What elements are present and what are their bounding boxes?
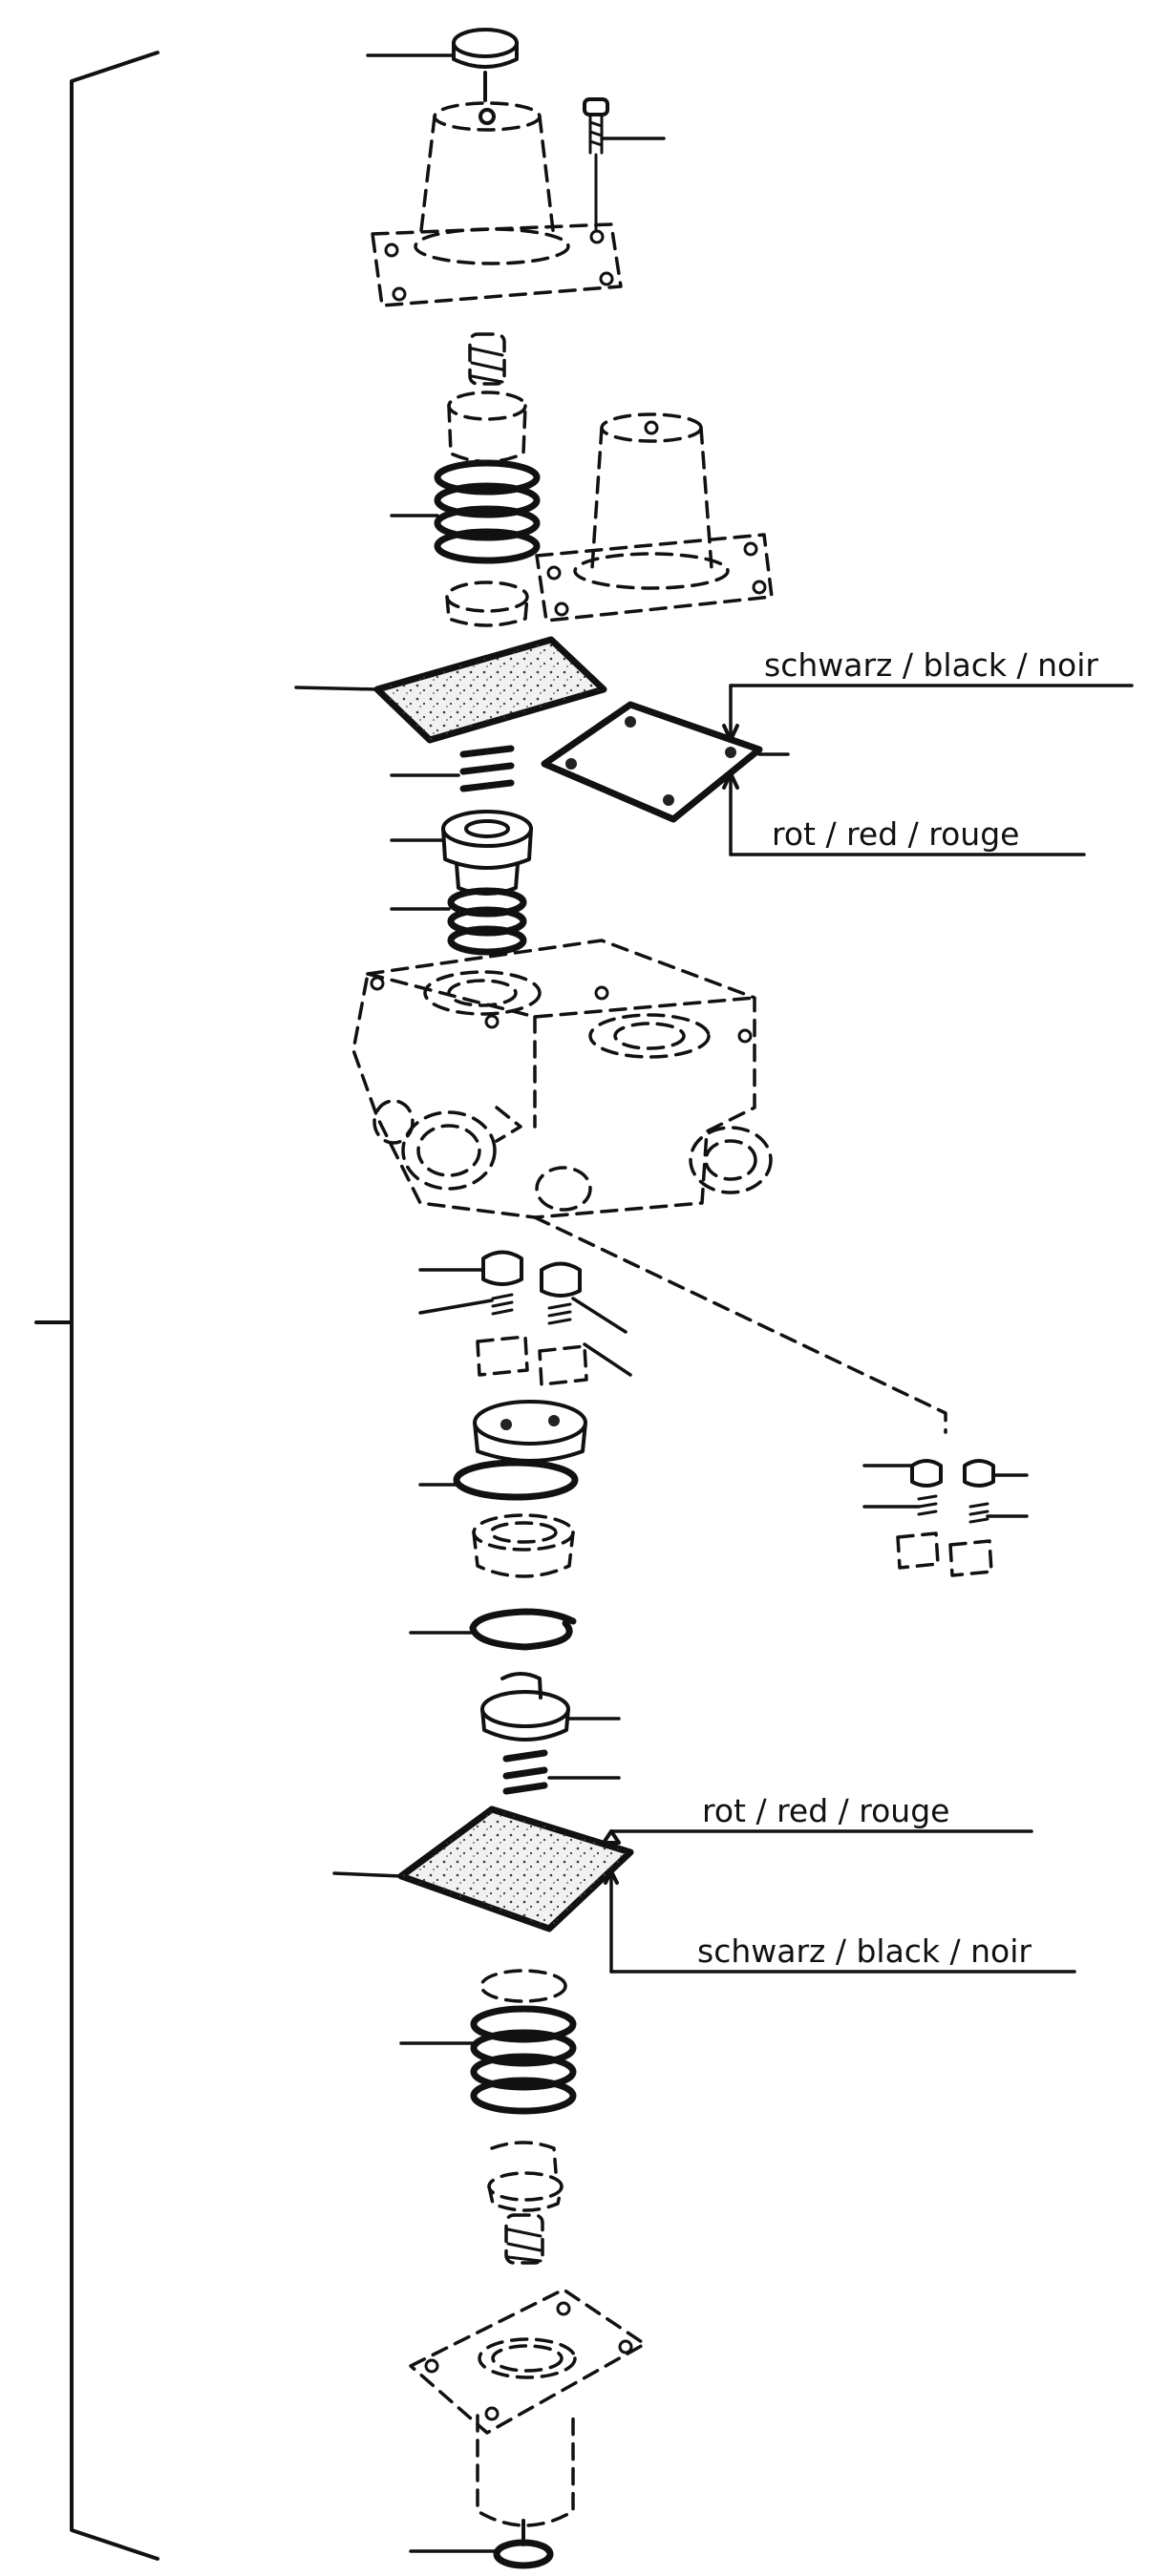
- small-screw: [583, 97, 666, 231]
- alternate-parts-connector: [533, 1215, 947, 1434]
- lower-piston: [480, 1672, 621, 1742]
- upper-mid-spring: [390, 745, 515, 792]
- alternate-small-caps: [862, 1459, 1029, 1488]
- upper-small-spring: [468, 332, 506, 386]
- lower-red-label: rot / red / rouge: [702, 1792, 949, 1829]
- bottom-knob: [409, 2519, 554, 2569]
- upper-black-label: schwarz / black / noir: [764, 646, 1098, 684]
- lower-black-label: schwarz / black / noir: [697, 1932, 1032, 1970]
- valve-seats-pair: [476, 1335, 632, 1386]
- lower-color-callouts: [602, 1829, 1076, 1974]
- upper-mid-large-spring: [390, 887, 527, 956]
- upper-red-label: rot / red / rouge: [772, 815, 1019, 853]
- lower-small-spring: [502, 1749, 621, 1795]
- upper-piston: [447, 391, 527, 464]
- lower-seat: [487, 2141, 564, 2212]
- valve-body-housing: [351, 939, 773, 1219]
- lower-diaphragm: [332, 1805, 634, 1932]
- alternate-valve-seats: [896, 1531, 993, 1577]
- top-cap-knob: [366, 28, 519, 102]
- lower-seat-cup: [472, 1513, 575, 1578]
- snap-ring: [409, 1608, 577, 1651]
- bottom-cover: [409, 2288, 647, 2527]
- small-caps-pair: [418, 1250, 582, 1298]
- upper-color-callouts: [722, 684, 1134, 856]
- top-cover: [371, 101, 623, 307]
- alternate-top-cover: [535, 412, 774, 623]
- upper-o-ring: [418, 1459, 579, 1501]
- plug-with-ports: [473, 1400, 587, 1463]
- upper-gasket: [541, 701, 790, 823]
- upper-large-spring: [390, 459, 541, 627]
- assembly-bracket: [34, 51, 160, 2561]
- lower-large-spring: [399, 1969, 577, 2115]
- lower-tiny-spring: [504, 2213, 544, 2265]
- alternate-small-springs: [862, 1494, 1029, 1524]
- small-springs-pair: [418, 1293, 628, 1334]
- upper-mid-piston: [390, 810, 533, 896]
- upper-diaphragm: [294, 636, 607, 744]
